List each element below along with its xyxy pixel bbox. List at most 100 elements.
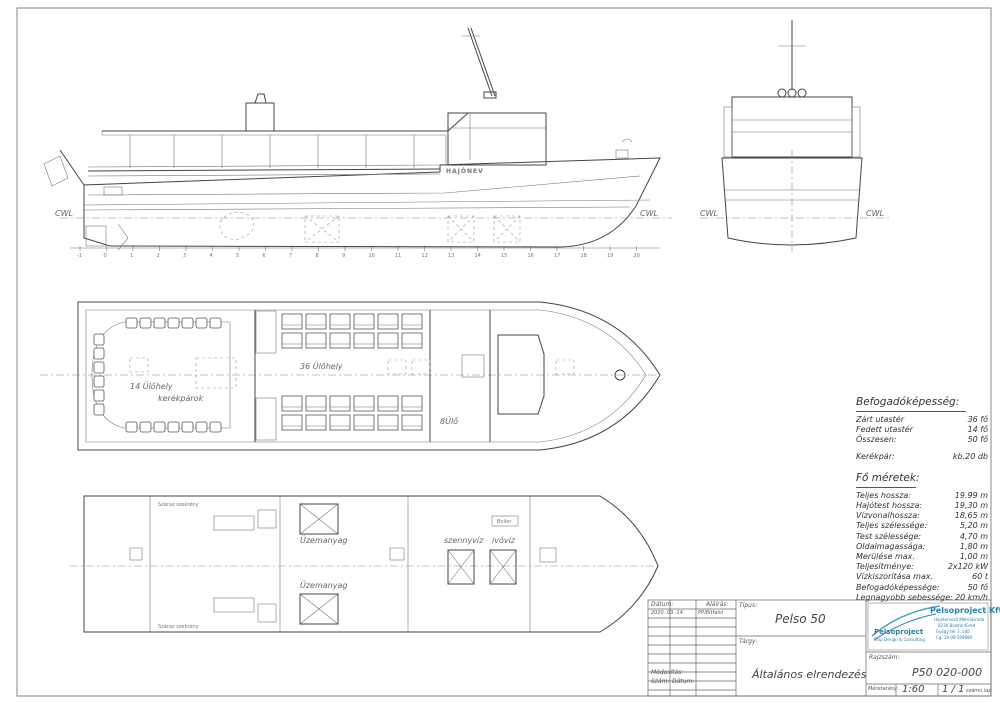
dim-row: Teljes szélessége:5,20 m xyxy=(856,521,988,531)
sewage-label: szennyvíz xyxy=(444,536,484,545)
water-label: ivóvíz xyxy=(492,535,516,545)
frame-number: 14 xyxy=(475,253,481,259)
dim-row: Teljes hossza:19.99 m xyxy=(856,490,988,500)
cabin-seat xyxy=(353,332,375,349)
front-waterline-left: CWL xyxy=(700,209,718,218)
aft-seat xyxy=(195,317,208,329)
aft-seat xyxy=(125,421,138,433)
frame-number: 3 xyxy=(183,253,186,259)
tank-label-top: Száraz szekrény xyxy=(158,501,199,508)
date2-label: Dátum: xyxy=(672,678,695,685)
dim-row: Oldalmagassága:1,80 m xyxy=(856,541,988,551)
frame-number: 16 xyxy=(528,253,534,259)
tank-label-bottom: Száraz szekrény xyxy=(158,623,199,630)
cabin-seat xyxy=(377,332,399,349)
dim-row: Test szélessége:4,70 m xyxy=(856,531,988,541)
bike-row: Kerékpár:kb.20 db xyxy=(856,451,988,461)
subject-label: Tárgy: xyxy=(739,638,758,645)
capacity-row: Összesen:50 fő xyxy=(856,435,988,445)
author-value: PP/Bitfalvi xyxy=(698,610,724,616)
scale-label: Méretarány: xyxy=(868,686,899,692)
author-label: Aláírás: xyxy=(706,601,729,608)
boiler-label: Boiler xyxy=(497,519,512,525)
cabin-seat xyxy=(329,395,351,412)
aft-seat xyxy=(167,317,180,329)
cabin-seat xyxy=(377,395,399,412)
main-seats-label: 36 Ülőhely xyxy=(300,361,343,371)
waterline-label-left: CWL xyxy=(55,209,73,218)
cabin-seat xyxy=(281,395,303,412)
cabin-seat xyxy=(305,414,327,431)
sheet-label: számú lap xyxy=(966,688,992,694)
dim-row: Teljesítménye:2x120 kW xyxy=(856,562,988,572)
cabin-seat xyxy=(353,395,375,412)
type-value: Pelso 50 xyxy=(775,612,826,626)
date-value: 2020. 03. 14. xyxy=(651,610,685,616)
capacity-underline xyxy=(856,411,966,412)
aft-seat xyxy=(209,317,222,329)
company-line-1: Hajótervező Mérnökiroda xyxy=(934,617,985,622)
cabin-seat xyxy=(377,414,399,431)
type-label: Típus: xyxy=(739,602,758,609)
frame-number: 1 xyxy=(130,253,133,259)
frame-number: 0 xyxy=(104,253,107,259)
scale-value: 1:60 xyxy=(902,684,925,695)
aft-seat xyxy=(93,389,105,402)
aft-seat xyxy=(93,361,105,374)
aft-seat xyxy=(93,375,105,388)
frame-number: -1 xyxy=(77,253,82,259)
cabin-seat xyxy=(329,414,351,431)
frame-number: 19 xyxy=(607,253,613,259)
hull-name: HAJÓNEV xyxy=(446,168,484,175)
aft-seat xyxy=(209,421,222,433)
aft-seat xyxy=(153,421,166,433)
aft-seat xyxy=(167,421,180,433)
cabin-seat xyxy=(281,313,303,330)
cabin-seat xyxy=(401,395,423,412)
cabin-seat xyxy=(401,332,423,349)
cabin-seat xyxy=(401,414,423,431)
dim-row: Vízvonalhossza:18,65 m xyxy=(856,511,988,521)
fuel-label-left: Üzemanyag xyxy=(300,535,347,545)
dims-underline xyxy=(856,486,916,488)
logo-sub: Ship Design & Consulting xyxy=(874,637,925,642)
frame-number: 7 xyxy=(289,253,292,259)
frame-number: 15 xyxy=(501,253,507,259)
aft-seat xyxy=(181,317,194,329)
sheet-value: 1 / 1 xyxy=(942,684,965,695)
date-label: Dátum: xyxy=(651,601,674,608)
drawing-border xyxy=(16,7,992,697)
aft-seat xyxy=(139,421,152,433)
front-waterline-right: CWL xyxy=(866,209,884,218)
modified-label: Módosítás: xyxy=(651,669,684,676)
cabin-seat xyxy=(377,313,399,330)
cabin-seat xyxy=(281,332,303,349)
logo-text: Pelsoproject xyxy=(874,628,924,636)
cabin-seat xyxy=(353,313,375,330)
frame-number: 10 xyxy=(369,253,375,259)
aft-seat xyxy=(93,403,105,416)
aft-seat xyxy=(93,347,105,360)
title-block-grid xyxy=(647,599,992,697)
waterline-label-right: CWL xyxy=(640,209,658,218)
aft-seats-label: 14 Ülőhely xyxy=(130,381,173,391)
cabin-seat xyxy=(281,414,303,431)
tank-plan: Üzemanyag Üzemanyag szennyvíz ivóvíz Boi… xyxy=(70,495,660,633)
frame-number: 6 xyxy=(263,253,266,259)
cabin-seat xyxy=(305,332,327,349)
frame-number: 8 xyxy=(316,253,319,259)
company-line-2: 8230 Balatonfüred xyxy=(938,623,976,628)
aft-seat xyxy=(125,317,138,329)
frame-number: 18 xyxy=(581,253,587,259)
fuel-label-right: Üzemanyag xyxy=(300,580,347,590)
dim-row: Legnagyobb sebessége:20 km/h xyxy=(856,592,988,602)
drawing-no-label: Rajzszám: xyxy=(869,654,900,661)
aft-seat xyxy=(93,333,105,346)
company-line-3: Gyógy tér 3. ajtó xyxy=(936,629,970,634)
number-label: Szám: xyxy=(651,678,670,685)
cabin-seat xyxy=(401,313,423,330)
subject-value: Általános elrendezés xyxy=(752,668,867,681)
